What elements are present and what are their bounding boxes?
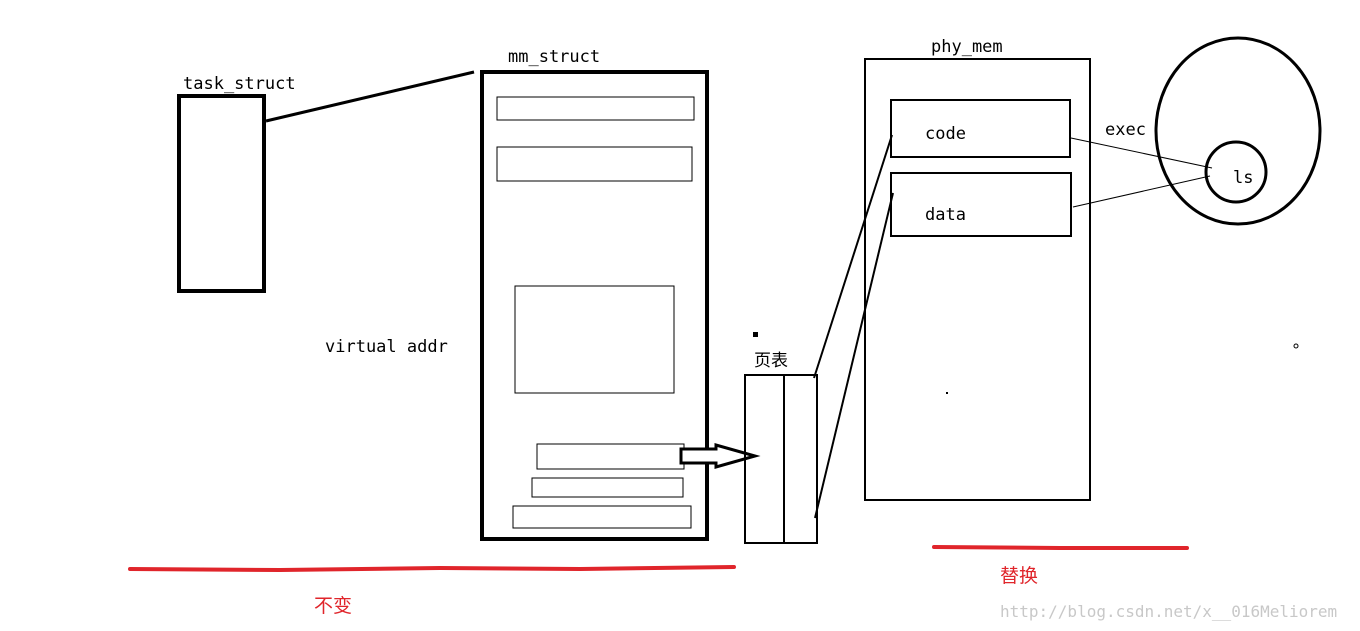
data-segment-box <box>890 172 1072 237</box>
task-to-mm-connector <box>265 70 475 123</box>
stray-dot <box>753 332 758 337</box>
mm-struct-box <box>480 70 709 541</box>
mm-struct-label: mm_struct <box>508 47 600 67</box>
watermark-text: http://blog.csdn.net/x__016Meliorem <box>1000 602 1337 621</box>
page-table-box <box>744 374 818 544</box>
disk-circle <box>1154 36 1322 226</box>
phy-mem-box <box>864 58 1091 501</box>
page-table-label: 页表 <box>754 351 788 371</box>
replace-underline <box>932 545 1189 550</box>
data-segment-label: data <box>925 205 966 225</box>
exec-label: exec <box>1105 120 1146 140</box>
mm-field-4 <box>536 443 685 470</box>
ls-program-label: ls <box>1233 168 1253 188</box>
task-struct-label: task_struct <box>183 74 296 94</box>
replace-label: 替换 <box>1000 565 1038 587</box>
mm-field-1 <box>496 96 695 121</box>
mapping-to-data <box>814 192 894 519</box>
code-segment-label: code <box>925 124 966 144</box>
mm-to-page-table-arrow <box>679 443 761 469</box>
code-segment-box <box>890 99 1071 158</box>
mapping-to-code <box>813 134 893 379</box>
stray-speck <box>946 392 948 394</box>
data-to-ls-line <box>1072 175 1211 208</box>
stray-small-circle <box>1293 343 1299 349</box>
code-to-ls-line <box>1070 137 1213 169</box>
phy-mem-label: phy_mem <box>931 37 1003 57</box>
unchanged-label: 不变 <box>314 595 352 617</box>
task-struct-box <box>177 94 266 293</box>
mm-field-6 <box>512 505 692 529</box>
mm-field-5 <box>531 477 684 498</box>
mm-field-3 <box>514 285 675 394</box>
ls-program-circle <box>1204 140 1268 204</box>
mm-field-2 <box>496 146 693 182</box>
virtual-addr-label: virtual addr <box>325 337 448 357</box>
unchanged-underline <box>128 565 736 573</box>
